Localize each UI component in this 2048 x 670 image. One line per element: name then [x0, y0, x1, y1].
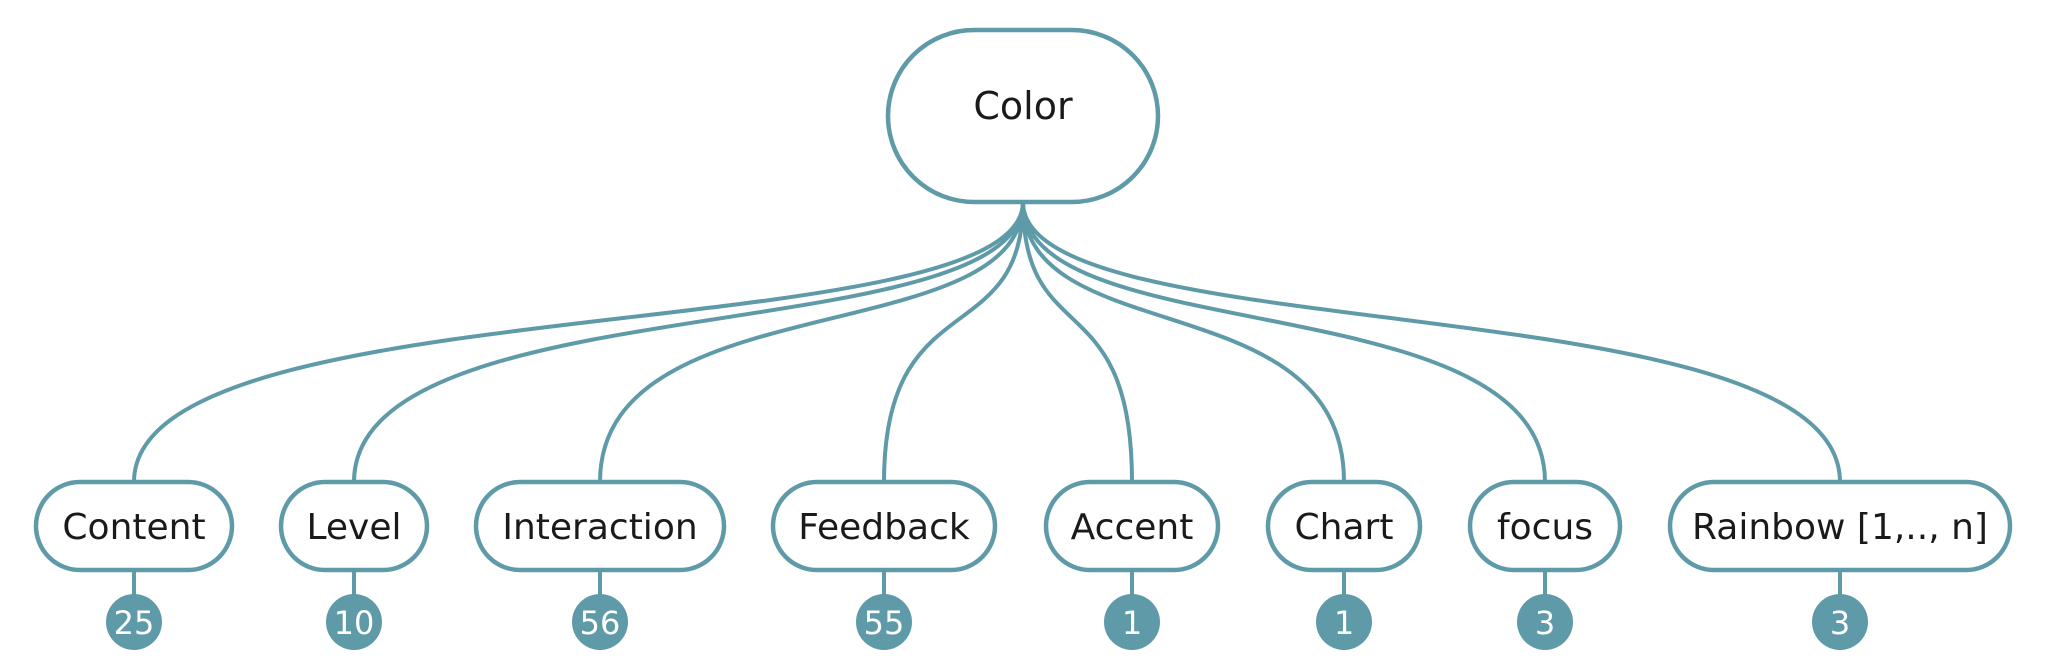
child-node-label: Content: [62, 507, 205, 548]
root-node-label: Color: [973, 84, 1073, 128]
edge-accent: [1021, 201, 1134, 483]
edge-content: [132, 201, 1025, 483]
child-node-label: Level: [306, 507, 401, 548]
count-badge-label: 3: [1830, 604, 1850, 642]
edges: [132, 201, 1842, 483]
root-node-shape: [885, 27, 1161, 205]
count-badge: [1812, 594, 1868, 650]
edge-level: [352, 201, 1025, 483]
child-node-label: Chart: [1295, 507, 1394, 548]
child-node-label: Rainbow [1,.., n]: [1692, 507, 1988, 548]
count-badge: [856, 594, 912, 650]
count-badge-label: 3: [1535, 604, 1555, 642]
edge-interaction: [598, 201, 1025, 483]
edge-rainbow: [1021, 201, 1842, 483]
edge-feedback: [882, 201, 1025, 483]
count-badge: [326, 594, 382, 650]
child-node-feedback: Feedback 55: [770, 479, 998, 650]
count-badge: [1517, 594, 1573, 650]
child-node-content: Content 25: [33, 479, 235, 650]
root-node-color: Color: [885, 27, 1161, 205]
child-nodes: Content 25 Level 10 Interaction 56 Feedback 55 A…: [33, 479, 2013, 650]
count-badge-label: 1: [1122, 604, 1142, 642]
child-node-interaction: Interaction 56: [473, 479, 727, 650]
edge-chart: [1021, 201, 1346, 483]
count-badge-label: 25: [114, 604, 155, 642]
child-node-focus: focus 3: [1467, 479, 1623, 650]
child-node-rainbow: Rainbow [1,.., n] 3: [1667, 479, 2013, 650]
child-node-label: Interaction: [502, 507, 697, 548]
count-badge: [572, 594, 628, 650]
child-node-label: Accent: [1071, 507, 1194, 548]
child-node-chart: Chart 1: [1265, 479, 1423, 650]
count-badge-label: 56: [580, 604, 621, 642]
count-badge: [106, 594, 162, 650]
count-badge: [1316, 594, 1372, 650]
child-node-label: focus: [1497, 507, 1593, 548]
child-node-level: Level 10: [278, 479, 430, 650]
child-node-accent: Accent 1: [1043, 479, 1221, 650]
count-badge-label: 55: [864, 604, 905, 642]
count-badge: [1104, 594, 1160, 650]
count-badge-label: 1: [1334, 604, 1354, 642]
child-node-label: Feedback: [798, 507, 970, 548]
count-badge-label: 10: [334, 604, 375, 642]
edge-focus: [1021, 201, 1547, 483]
